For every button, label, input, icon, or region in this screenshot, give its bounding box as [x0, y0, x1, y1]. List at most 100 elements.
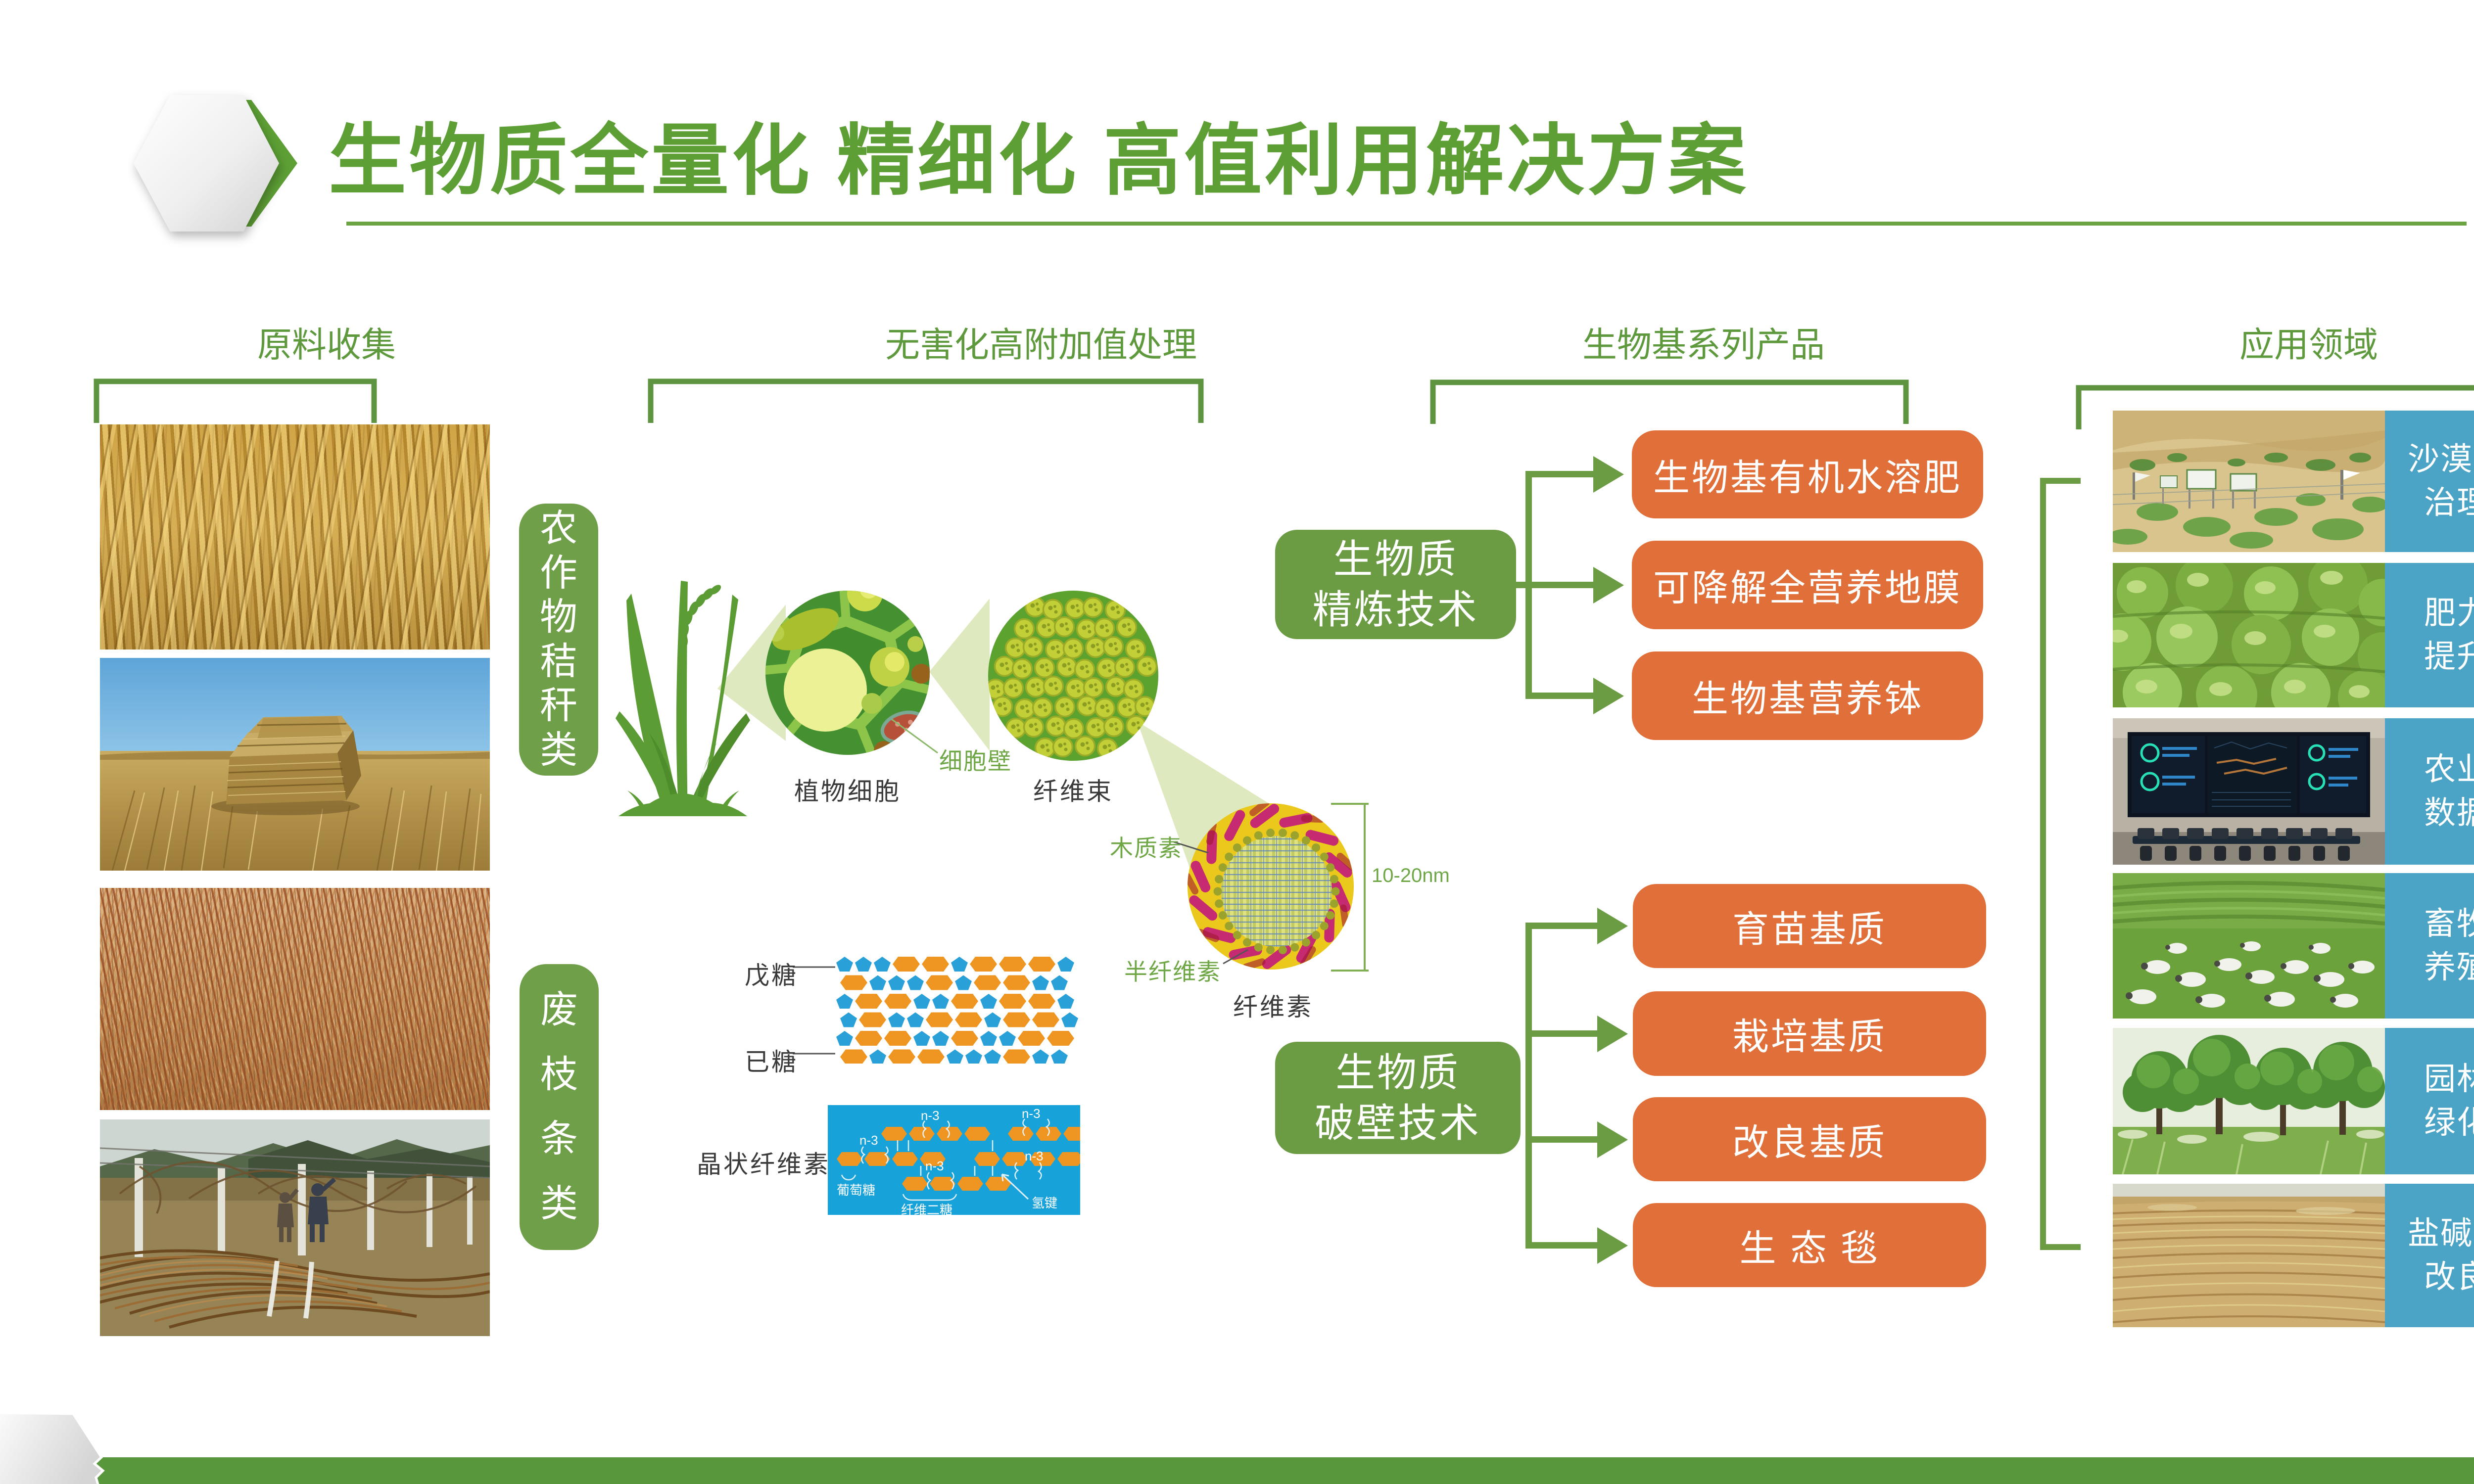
flow1-arrow-1: [1593, 456, 1624, 493]
label-fiber-bundle: 纤维束: [1033, 778, 1113, 805]
group-label-char: 秸: [540, 640, 577, 683]
plant-cell-circle: [765, 591, 930, 755]
product-label: 育苗基质: [1732, 908, 1887, 950]
tech-box-line2: 破壁技术: [1315, 1101, 1481, 1145]
title-underline: [346, 222, 2467, 226]
photo-corn-stalks: [100, 424, 490, 649]
label-crystalline-cellulose: 晶状纤维素: [697, 1151, 830, 1178]
product-eco-blanket: 生 态 毯: [1633, 1203, 1986, 1287]
tech-box-line2: 精炼技术: [1312, 587, 1479, 632]
app-label-line: 提升: [2424, 639, 2474, 674]
flow2-branch-1: [1529, 923, 1598, 929]
group-label-char: 物: [540, 596, 577, 639]
product-label: 栽培基质: [1732, 1016, 1887, 1057]
tech-box-line1: 生物质: [1333, 537, 1458, 581]
app-label-line: 治理: [2424, 485, 2474, 520]
header-processing: 无害化高附加值处理: [885, 325, 1197, 364]
note-n3: n-3: [921, 1108, 940, 1123]
label-hexose: 已糖: [745, 1048, 798, 1076]
flow2-arrow-2: [1597, 1016, 1628, 1052]
cellulose-fiber-circle: [1188, 803, 1354, 970]
label-hemicellulose: 半纤维素: [1124, 959, 1221, 985]
bottom-bar: [0, 1457, 2474, 1484]
app-label-line: 盐碱地: [2408, 1216, 2474, 1251]
label-dimension: 10-20nm: [1372, 865, 1450, 886]
note-n3: n-3: [1025, 1149, 1044, 1163]
group-label-char: 作: [540, 552, 577, 594]
photo-livestock-pasture: [2113, 873, 2385, 1019]
bracket-raw-material: [94, 378, 377, 423]
photo-lettuce-field: [2113, 563, 2385, 707]
flow2-arrow-4: [1597, 1227, 1628, 1264]
note-cellobiose: 纤维二糖: [901, 1203, 953, 1217]
app-label-line: 数据: [2424, 795, 2474, 831]
note-hydrogen-bond: 氢键: [1032, 1196, 1058, 1210]
products-apps-connector-top: [2040, 478, 2081, 484]
magnify-beams: [717, 599, 1278, 886]
plant-illustration: [616, 581, 750, 816]
label-lignin: 木质素: [1110, 835, 1183, 861]
flow2-trunk: [1525, 923, 1532, 1249]
note-n3: n-3: [1022, 1106, 1041, 1121]
page-title: 生物质全量化 精细化 高值利用解决方案: [329, 118, 1749, 204]
photo-desertification: [2113, 411, 2385, 552]
tech-box-line1: 生物质: [1335, 1050, 1460, 1095]
app-label-line: 沙漠化: [2408, 442, 2474, 477]
title-hexagon-icon: [134, 95, 297, 232]
app-label-line: 绿化: [2424, 1105, 2474, 1140]
photo-twigs: [100, 888, 490, 1110]
photo-saline-land: [2113, 1184, 2385, 1327]
note-n3: n-3: [925, 1159, 944, 1173]
header-products: 生物基系列产品: [1582, 325, 1825, 364]
pentose-hexose-rows: [836, 957, 1078, 1064]
group-label-char: 类: [540, 1183, 578, 1225]
tech-box-wall-breaking: 生物质 破壁技术: [1275, 1042, 1521, 1154]
flow1-branch-3: [1529, 693, 1594, 699]
header-applications: 应用领域: [2239, 325, 2378, 364]
group-label-char: 枝: [540, 1053, 578, 1096]
flow1-arrow-3: [1593, 678, 1624, 714]
product-nutrient-bowl: 生物基营养钵: [1632, 651, 1983, 740]
flow2-branch-2: [1529, 1030, 1598, 1037]
group-label-char: 秆: [540, 685, 577, 727]
product-label: 生物基营养钵: [1692, 678, 1923, 719]
app-label-saline-alkali: 盐碱地 改良: [2385, 1184, 2474, 1327]
product-cultivation-substrate: 栽培基质: [1633, 991, 1986, 1076]
bottom-left-ribbon: [0, 1411, 105, 1484]
app-label-livestock: 畜牧 养殖: [2385, 873, 2474, 1019]
straw-bale-stack: [211, 716, 361, 815]
flow2-branch-4: [1529, 1242, 1598, 1249]
dimension-line: [1331, 803, 1369, 972]
leader-lines: [793, 718, 1248, 1055]
bracket-applications: [2076, 385, 2474, 429]
bracket-processing: [648, 378, 1204, 423]
flow2-arrow-1: [1597, 908, 1628, 944]
label-pentose: 戊糖: [745, 962, 798, 989]
label-plant-cell: 植物细胞: [794, 778, 901, 805]
photo-orchard-waste: [100, 1119, 490, 1336]
photo-park-trees: [2113, 1028, 2385, 1174]
flow1-arrow-2: [1593, 567, 1624, 603]
products-apps-connector-bottom: [2040, 1244, 2081, 1250]
app-label-line: 农业: [2424, 752, 2474, 787]
product-improvement-substrate: 改良基质: [1633, 1097, 1986, 1181]
header-raw-material: 原料收集: [257, 325, 396, 364]
product-label: 可降解全营养地膜: [1653, 567, 1962, 608]
biomass-diagram-art: [616, 581, 1369, 1064]
label-cellulose: 纤维素: [1233, 993, 1313, 1021]
app-label-line: 肥力: [2424, 596, 2474, 631]
group-label-char: 类: [540, 729, 577, 771]
tech-box-refining: 生物质 精炼技术: [1275, 530, 1516, 639]
photo-agri-data-center: [2113, 718, 2385, 865]
product-degradable-mulch-film: 可降解全营养地膜: [1632, 541, 1983, 629]
note-glucose: 葡萄糖: [837, 1183, 876, 1198]
product-label: 生 态 毯: [1739, 1227, 1880, 1269]
app-label-landscaping: 园林 绿化: [2385, 1028, 2474, 1174]
product-label: 生物基有机水溶肥: [1653, 457, 1962, 498]
group-label-char: 农: [540, 508, 577, 550]
flow2-arrow-3: [1597, 1121, 1628, 1158]
app-label-fertility: 肥力 提升: [2385, 563, 2474, 707]
